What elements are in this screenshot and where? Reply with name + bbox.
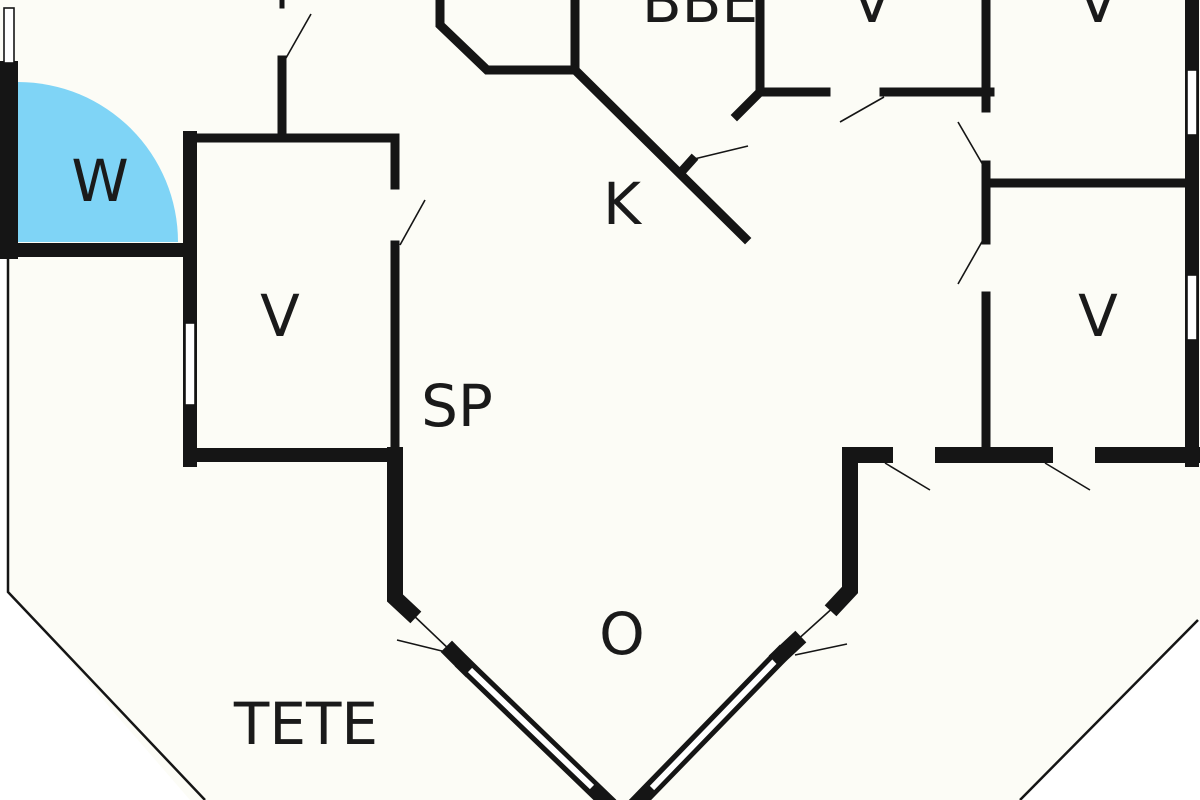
- window-left-top: [3, 7, 15, 64]
- door-o-right-swing: [794, 643, 848, 656]
- window-v-left: [184, 322, 196, 406]
- terrace-outline: [6, 250, 206, 800]
- room-label-bbe: BBE: [642, 0, 758, 36]
- door-top-mid-swing: [839, 96, 885, 123]
- door-top-left-swing: [285, 13, 312, 59]
- door-o-right-leaf: [794, 604, 837, 643]
- door-o-left-swing: [396, 639, 451, 654]
- terrace-outline-right: [1019, 619, 1199, 800]
- door-right-mid-swing: [957, 239, 984, 285]
- wall-sp-left: [387, 447, 422, 624]
- door-v-left-swing: [399, 199, 426, 246]
- door-o-left-leaf: [409, 611, 453, 653]
- window-o-left: [467, 667, 595, 790]
- room-label-w: W: [71, 147, 128, 215]
- window-right-bottom: [1186, 274, 1198, 341]
- room-label-sp: SP: [421, 372, 493, 440]
- door-bottom-a-swing: [884, 462, 931, 491]
- door-right-top-swing: [957, 121, 984, 166]
- window-right-top: [1186, 69, 1198, 136]
- room-w-highlight: [18, 82, 178, 242]
- room-label-v-left: V: [260, 282, 300, 350]
- wall-kitchen-upper: [435, 0, 580, 75]
- window-o-right: [649, 657, 779, 791]
- door-bottom-b-swing: [1044, 462, 1091, 491]
- room-label-v-top-right: V: [1078, 0, 1118, 36]
- room-label-k: K: [603, 170, 643, 238]
- wall-kitchen-diagonal: [568, 63, 752, 245]
- door-kitchen-swing: [689, 145, 749, 161]
- room-label-tete: TETE: [233, 690, 378, 758]
- room-label-o: O: [599, 600, 645, 668]
- wall-o-right-stub: [768, 630, 807, 668]
- room-label-v-top-mid: V: [852, 0, 892, 36]
- room-label-v-right: V: [1078, 282, 1118, 350]
- wall-kitchen-door-jamb: [730, 85, 767, 122]
- wall-kitchen-door-jamb2: [676, 153, 699, 177]
- wall-o-right: [824, 447, 893, 617]
